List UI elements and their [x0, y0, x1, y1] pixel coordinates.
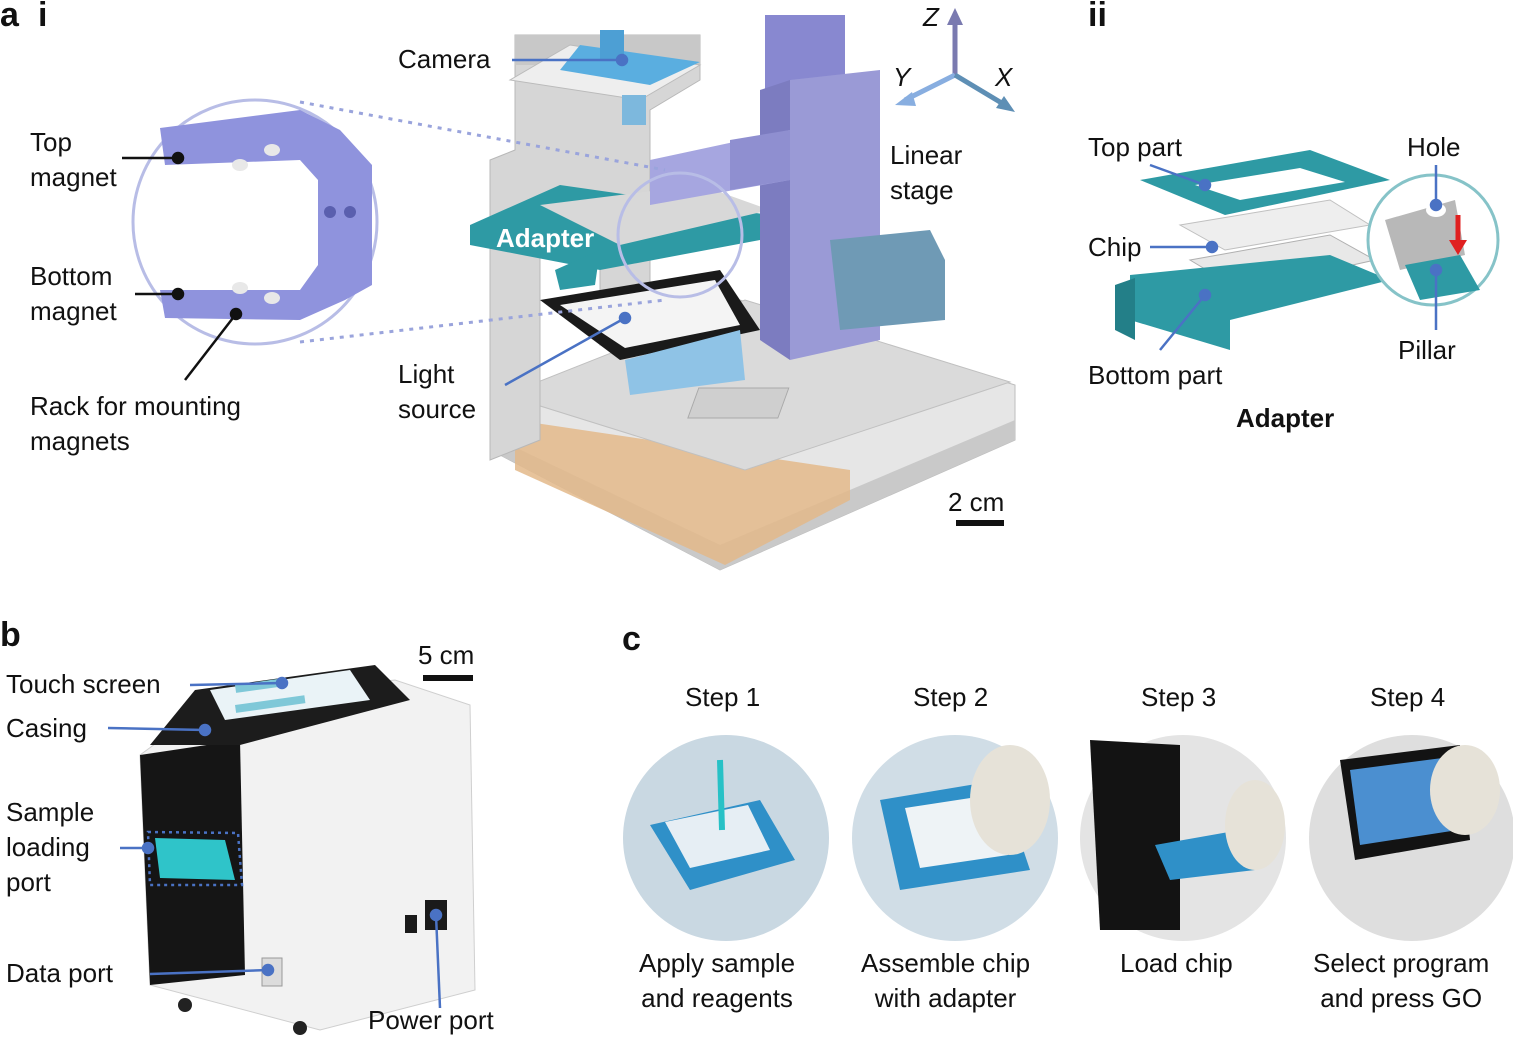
panel-label-a-ii: ii [1088, 0, 1107, 34]
step-1-photo [623, 735, 829, 941]
panel-label-a: a [0, 0, 19, 34]
panel-label-b: b [0, 616, 21, 654]
label-axis-y: Y [893, 62, 911, 92]
adapter-exploded [1115, 150, 1500, 350]
leader-lines-a-i [504, 53, 632, 387]
label-adapter: Adapter [496, 223, 595, 253]
step-2-photo [852, 735, 1058, 941]
label-bottom-magnet: Bottom magnet [30, 261, 117, 326]
adapter-tray [470, 185, 770, 290]
step-4-photo [1309, 735, 1513, 941]
label-top-part: Top part [1088, 132, 1182, 162]
step-4-title: Step 4 [1370, 682, 1446, 712]
leader-lines-b [107, 676, 443, 1009]
label-touch-screen: Touch screen [6, 669, 161, 699]
step-4-caption: Select program and press GO [1313, 948, 1490, 1013]
scale-bar-5cm [423, 675, 473, 681]
step-3-photo [1080, 735, 1286, 941]
panel-label-c: c [622, 620, 641, 658]
step-photos [623, 735, 1513, 941]
label-top-magnet: Top magnet [30, 127, 117, 192]
step-1-caption: Apply sample and reagents [639, 948, 796, 1013]
scale-bar-2cm [956, 520, 1004, 526]
label-linear-stage: Linear stage [890, 140, 963, 205]
base-wood-layer [515, 420, 850, 565]
label-scale-2cm: 2 cm [948, 487, 1005, 517]
device-render [139, 665, 476, 1035]
label-rack-for-mounting-magnets: Rack for mounting magnets [30, 391, 241, 456]
magnet-rack-zoom [131, 98, 379, 346]
step-2-title: Step 2 [913, 682, 989, 712]
label-power-port: Power port [368, 1005, 494, 1035]
label-light-source: Light source [398, 359, 477, 424]
panel-label-a-i: i [38, 0, 48, 34]
label-adapter-caption: Adapter [1236, 403, 1335, 433]
label-casing: Casing [6, 713, 87, 743]
label-axis-z: Z [923, 2, 939, 32]
step-1-title: Step 1 [685, 682, 761, 712]
label-scale-5cm: 5 cm [418, 640, 475, 670]
instrument-render [131, 8, 1016, 571]
leader-lines-a-ii [1149, 163, 1443, 351]
leader-lines-magnets [122, 151, 243, 381]
axis-triad [895, 8, 1015, 112]
label-axis-x: X [995, 62, 1013, 92]
label-pillar: Pillar [1398, 335, 1456, 365]
linear-stage-part [650, 15, 945, 360]
label-chip: Chip [1088, 232, 1142, 262]
label-sample-loading-port: Sample loading port [6, 797, 95, 897]
step-3-title: Step 3 [1141, 682, 1217, 712]
step-3-caption: Load chip [1120, 948, 1233, 978]
step-2-caption: Assemble chip with adapter [861, 948, 1031, 1013]
label-camera: Camera [398, 44, 491, 74]
label-bottom-part: Bottom part [1088, 360, 1223, 390]
label-hole: Hole [1407, 132, 1461, 162]
motor-block [830, 230, 945, 330]
light-source-part [540, 270, 760, 395]
label-data-port: Data port [6, 958, 113, 988]
